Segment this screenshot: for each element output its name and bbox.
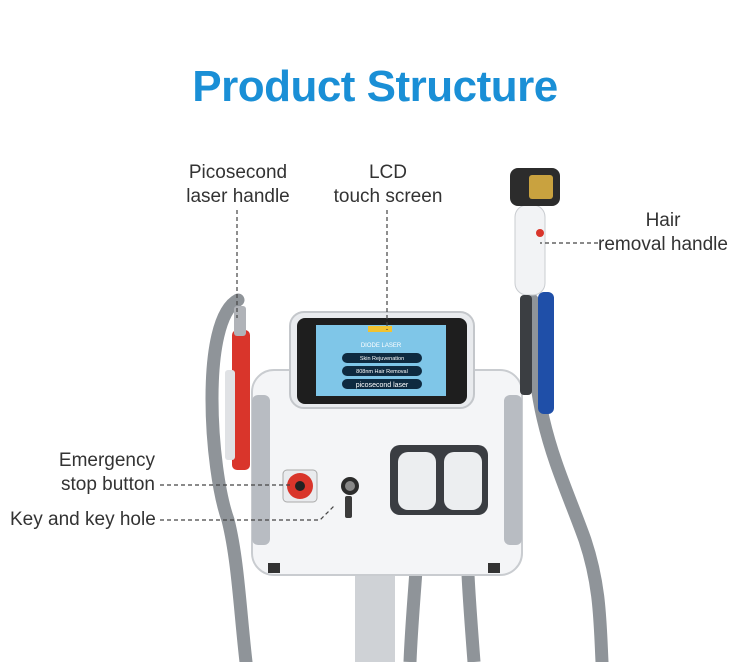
screen-option-1-bg: [342, 353, 422, 363]
callout-lcd: LCD touch screen: [328, 161, 448, 209]
callout-lcd-line2: touch screen: [333, 186, 443, 207]
callout-emergency-line1: Emergency: [58, 450, 155, 471]
screen-option-2-bg: [342, 366, 422, 376]
screen-header: DIODE LASER: [361, 343, 402, 349]
screen-badge: [368, 326, 392, 332]
callout-picosecond-line1: Picosecond: [188, 162, 288, 183]
picosecond-handle-tip: [234, 306, 246, 336]
callout-key: Key and key hole: [10, 508, 156, 532]
callout-hair-handle: Hair removal handle: [597, 209, 729, 257]
machine-foot-right: [488, 563, 500, 573]
hair-handle-grip: [514, 204, 546, 296]
hair-handle-window: [529, 175, 553, 199]
stand-pole: [355, 575, 395, 662]
hair-handle-strap: [538, 292, 554, 414]
picosecond-handle-hose: [205, 293, 253, 662]
callout-hair-line1: Hair: [645, 210, 681, 231]
key: [345, 496, 352, 518]
picosecond-handle-body: [232, 330, 250, 470]
screen-option-1: Skin Rejuvenation: [360, 356, 404, 362]
picosecond-handle-holder: [225, 370, 235, 460]
screen-option-3: picosecond laser: [356, 382, 409, 389]
hair-handle-support: [520, 295, 532, 395]
page-title: Product Structure: [192, 62, 558, 111]
hair-handle-hose: [525, 293, 609, 662]
callout-picosecond-line2: laser handle: [186, 186, 290, 207]
callout-key-line1: Key and key hole: [10, 509, 156, 530]
screen-option-3-bg: [342, 379, 422, 389]
machine-foot-left: [268, 563, 280, 573]
front-port-right: [444, 452, 482, 510]
key-hole-ring: [345, 481, 355, 491]
side-panel-left: [252, 395, 270, 545]
side-panel-right: [504, 395, 522, 545]
screen-option-2: 808nm Hair Removal: [356, 369, 408, 375]
callout-picosecond-handle: Picosecond laser handle: [180, 161, 296, 209]
callout-hair-line2: removal handle: [598, 234, 728, 255]
emergency-stop-center: [295, 481, 305, 491]
callout-emergency: Emergency stop button: [20, 449, 155, 497]
callout-emergency-line2: stop button: [60, 474, 155, 495]
hair-handle-button: [536, 229, 544, 237]
front-port-left: [398, 452, 436, 510]
callout-lcd-line1: LCD: [368, 162, 407, 183]
